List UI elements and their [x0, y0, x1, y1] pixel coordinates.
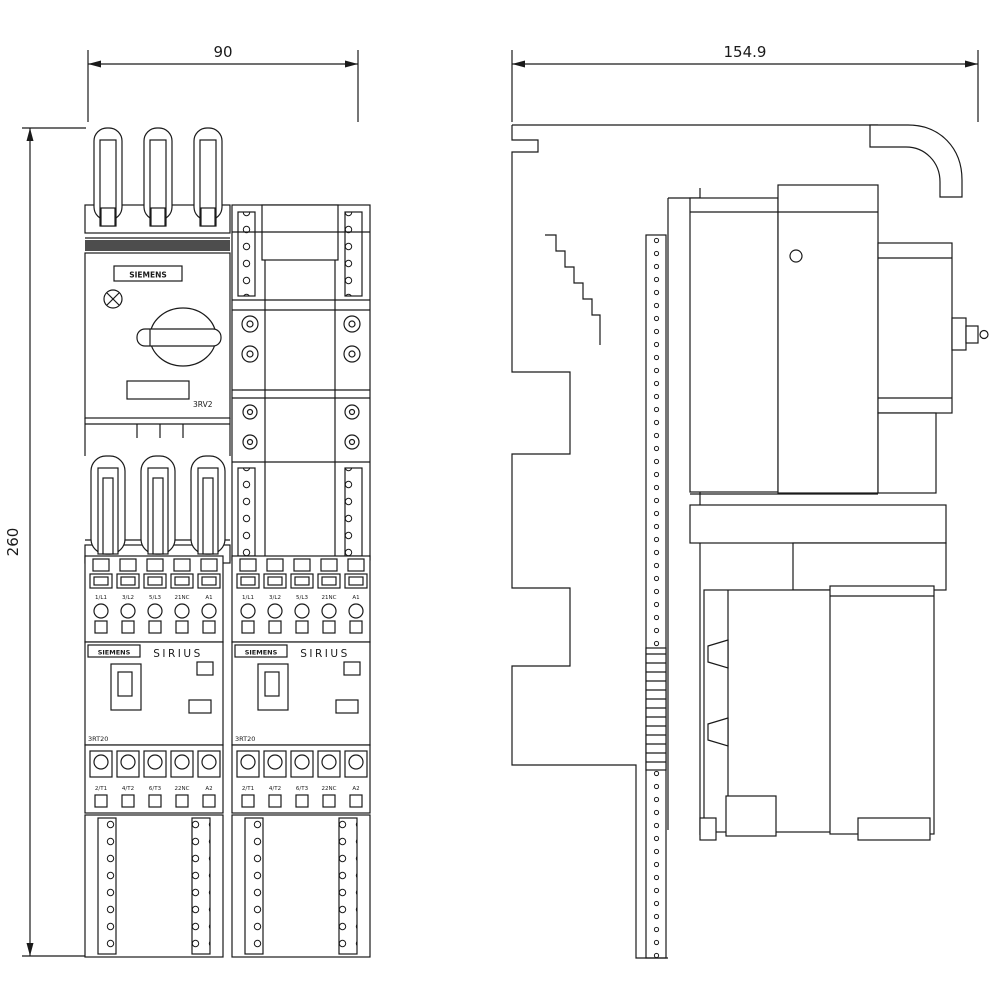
dimension-depth-label: 154.9 — [724, 43, 767, 61]
perforation-strip — [237, 211, 256, 297]
dimension-depth: 154.9 — [511, 43, 979, 122]
brand-plate — [113, 265, 183, 282]
mounting-bracket-front — [231, 204, 371, 561]
din-rail-profile — [645, 234, 667, 959]
brand-label-breaker: SIEMENS — [129, 271, 167, 280]
stepped-profile — [545, 234, 601, 345]
breaker-model-label: 3RV2 — [193, 400, 213, 409]
busbar-adapter-front — [84, 455, 231, 564]
dimension-width: 90 — [87, 43, 359, 122]
coil-terminal-knob — [707, 639, 729, 669]
mounting-bracket-profile — [511, 125, 668, 959]
dimension-width-label: 90 — [213, 43, 232, 61]
contactor-front-1 — [84, 555, 224, 958]
perforation-strip — [344, 467, 363, 557]
breaker-front: SIEMENS 3RV2 — [84, 127, 231, 456]
mounting-foot — [857, 817, 931, 841]
perforation-strip — [344, 211, 363, 297]
coil-terminal-knob — [707, 717, 729, 747]
rotary-shaft — [951, 317, 967, 351]
serrated-strip — [646, 653, 666, 763]
busbar-hook — [869, 124, 963, 198]
dimension-height: 260 — [4, 127, 86, 957]
side-view — [511, 124, 989, 959]
mounting-foot — [725, 795, 777, 837]
side-hole — [789, 249, 803, 263]
perforation-strip — [237, 467, 256, 557]
rotary-handle-lever — [136, 328, 222, 347]
front-view: SIEMENS 3RV2 — [84, 127, 371, 958]
contactor-side-coil — [829, 585, 935, 835]
busbar-adapter-side — [689, 504, 947, 544]
dimension-height-label: 260 — [4, 528, 22, 557]
breaker-side-front — [777, 184, 879, 494]
contactor-front-2 — [231, 555, 371, 958]
breaker-side-body — [689, 197, 779, 493]
